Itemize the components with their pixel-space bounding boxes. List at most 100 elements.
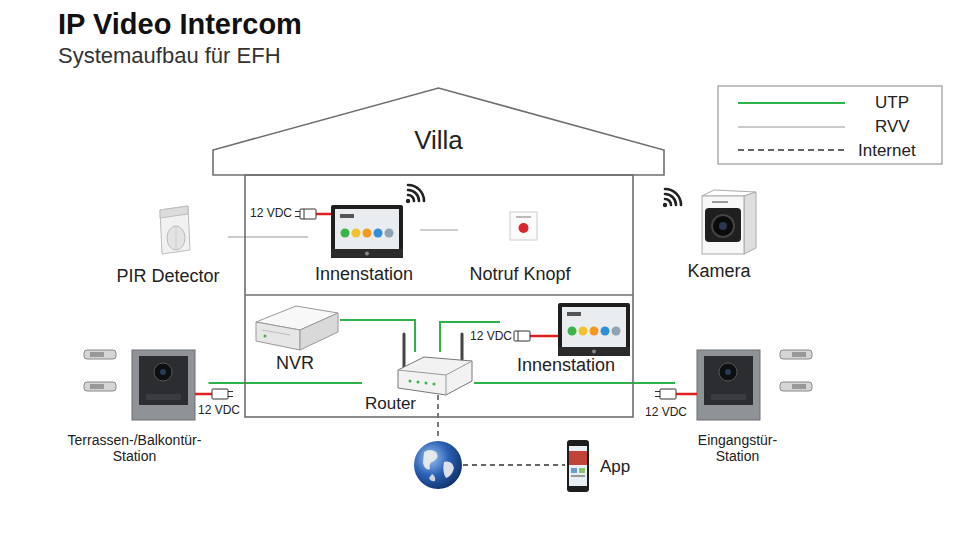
door-station-icon — [704, 356, 753, 405]
pir-detector-icon — [160, 206, 190, 254]
power-adapter-symbol — [514, 331, 530, 341]
voltage-label: 12 VDC — [198, 404, 240, 418]
camera-icon — [702, 190, 756, 254]
cable-connector — [209, 382, 363, 384]
power-adapter-symbol — [655, 396, 660, 397]
power-adapter-symbol — [228, 391, 233, 392]
phone-icon — [567, 440, 589, 492]
door-strike-icon — [84, 350, 116, 391]
indoor-monitor-icon — [385, 229, 394, 238]
wifi-icon — [406, 185, 424, 203]
cable-connector — [340, 320, 415, 352]
device-node: NVR — [250, 300, 340, 377]
globe-icon — [414, 441, 462, 489]
indoor-monitor-icon — [612, 327, 621, 336]
indoor-monitor-icon — [363, 229, 372, 238]
device-label: Innenstation — [315, 264, 413, 285]
indoor-monitor-icon — [558, 303, 630, 356]
cable-connector — [420, 229, 458, 231]
legend-label: Internet — [858, 141, 916, 161]
door-strike-icon — [84, 350, 116, 359]
wifi-icon — [406, 199, 410, 203]
indoor-monitor-icon — [331, 205, 403, 258]
device-label: Eingangstür- Station — [690, 432, 785, 464]
indoor-monitor-icon — [331, 249, 403, 258]
power-adapter-symbol — [655, 391, 660, 392]
door-station-icon — [697, 350, 760, 420]
door-strike-icon — [792, 384, 806, 389]
legend-label: UTP — [875, 93, 909, 113]
pir-detector-icon — [160, 206, 188, 218]
door-station-icon — [697, 350, 760, 420]
door-station-icon — [132, 350, 195, 420]
indoor-monitor-icon — [568, 327, 577, 336]
globe-icon — [443, 462, 454, 478]
indoor-monitor-icon — [365, 252, 369, 256]
legend-label: RVV — [875, 117, 910, 137]
pir-detector-icon — [176, 226, 177, 250]
indoor-monitor-icon — [331, 205, 403, 258]
power-adapter-symbol — [195, 393, 212, 396]
door-station-icon — [139, 356, 188, 405]
power-adapter-symbol — [304, 209, 305, 219]
indoor-monitor-icon — [567, 312, 581, 316]
house-outline: VillaInnenstationNotruf KnopfNVRInnensta… — [212, 86, 665, 420]
internet-line — [463, 464, 565, 465]
subtitle: Systemaufbau für EFH — [58, 43, 281, 68]
globe-icon — [414, 441, 462, 489]
door-station-icon — [160, 369, 166, 375]
router-icon — [398, 361, 472, 375]
device-node: Notruf Knopf — [458, 205, 582, 288]
device-label: Innenstation — [517, 355, 615, 376]
device-label: Kamera — [687, 261, 750, 282]
door-station-icon — [725, 369, 731, 375]
title: IP Video Intercom — [58, 8, 302, 41]
emergency-button-icon — [510, 212, 537, 240]
router-icon — [461, 334, 464, 363]
door-strike-icon — [780, 350, 812, 359]
door-station-icon — [132, 350, 195, 420]
pir-detector-icon — [167, 226, 185, 250]
wifi-icon — [665, 189, 681, 205]
power-adapter-symbol — [660, 389, 676, 399]
door-strike-icon — [84, 382, 116, 391]
wifi-icon — [663, 189, 681, 207]
door-station-icon — [154, 363, 172, 381]
voltage-label: 12 VDC — [470, 330, 512, 344]
device-label: Router — [365, 394, 416, 414]
indoor-monitor-icon — [562, 307, 626, 347]
camera-icon — [744, 192, 756, 254]
power-adapter-symbol — [228, 396, 233, 397]
device-node: Innenstation — [308, 200, 420, 288]
device-label: Notruf Knopf — [469, 264, 570, 285]
globe-icon — [423, 450, 438, 469]
router-icon — [398, 334, 472, 395]
door-station-icon — [711, 394, 746, 400]
door-strike-icon — [780, 350, 812, 391]
phone-icon — [571, 475, 585, 477]
door-strike-icon — [792, 352, 806, 357]
wifi-icon — [408, 190, 419, 201]
legend-sample — [738, 102, 845, 104]
phone-icon — [571, 468, 577, 473]
voltage-label: 12 VDC — [250, 207, 292, 221]
indoor-monitor-icon — [601, 327, 610, 336]
power-adapter-symbol — [316, 213, 331, 216]
indoor-monitor-icon — [341, 229, 350, 238]
router-icon — [425, 382, 428, 385]
door-strike-icon — [90, 384, 104, 389]
indoor-monitor-icon — [374, 229, 383, 238]
emergency-button-icon — [516, 216, 531, 218]
camera-icon — [719, 222, 727, 230]
phone-icon — [569, 451, 587, 465]
nvr-icon — [300, 313, 338, 350]
indoor-monitor-icon — [592, 350, 596, 354]
device-node: Eingangstür- Station — [675, 345, 800, 467]
floor-line — [245, 294, 633, 296]
camera-icon — [702, 196, 744, 254]
device-node: Innenstation — [500, 300, 632, 379]
router-icon — [433, 383, 436, 386]
wifi-icon — [408, 195, 414, 201]
camera-icon — [712, 215, 734, 237]
power-adapter-symbol — [295, 211, 300, 212]
